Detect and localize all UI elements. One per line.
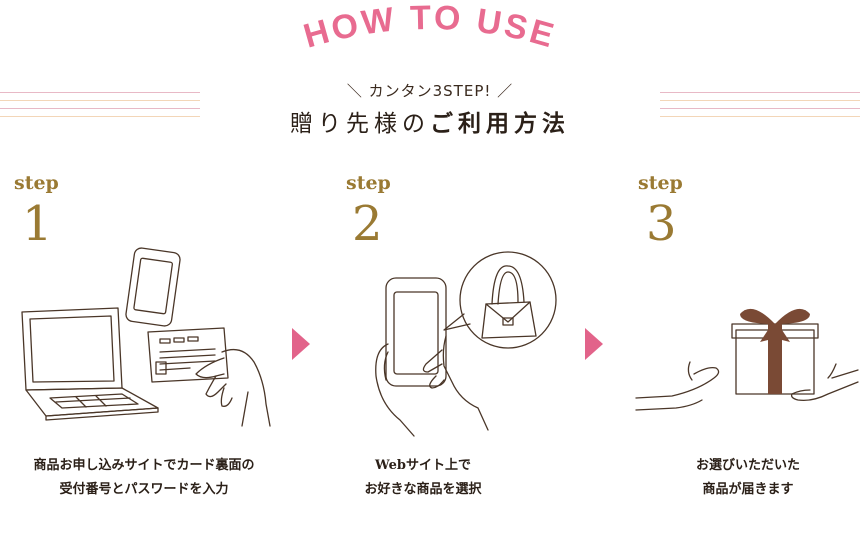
step-1-label: step bbox=[14, 172, 59, 194]
step-3-caption-line2: 商品が届きます bbox=[702, 482, 794, 497]
next-step-arrow-1 bbox=[292, 328, 310, 360]
step-2-caption-line2: お好きな商品を選択 bbox=[364, 482, 482, 497]
page-title: 贈り先様のご利用方法 bbox=[0, 104, 860, 138]
next-step-arrow-2 bbox=[585, 328, 603, 360]
step-3-number: 3 bbox=[646, 196, 677, 252]
step-3-caption: お選びいただいた 商品が届きます bbox=[650, 454, 846, 502]
step-1-caption-line1: 商品お申し込みサイトでカード裏面の bbox=[33, 458, 255, 473]
decorative-stripes-left bbox=[0, 92, 200, 128]
step-1-caption: 商品お申し込みサイトでカード裏面の 受付番号とパスワードを入力 bbox=[0, 454, 288, 502]
decorative-stripes-right bbox=[660, 92, 860, 128]
step-2-caption-line1: Webサイト上で bbox=[375, 458, 471, 473]
svg-text:HOW TO USE: HOW TO USE bbox=[300, 0, 561, 56]
step-3-caption-line1: お選びいただいた bbox=[695, 458, 800, 473]
step-1-caption-line2: 受付番号とパスワードを入力 bbox=[59, 482, 229, 497]
step-3-label: step bbox=[638, 172, 683, 194]
how-to-use-heading: HOW TO USE bbox=[300, 0, 561, 56]
heading-text: HOW TO USE bbox=[300, 0, 558, 56]
smartphone-bag-icon bbox=[375, 251, 557, 437]
title-strong: ご利用方法 bbox=[430, 111, 570, 137]
step-2-number: 2 bbox=[352, 196, 383, 252]
laptop-phone-card-icon bbox=[21, 247, 271, 427]
subheading: ＼ カンタン3STEP! ／ bbox=[346, 82, 514, 100]
step-1-number: 1 bbox=[22, 196, 53, 252]
gift-handover-icon bbox=[635, 308, 859, 411]
title-normal: 贈り先様の bbox=[290, 111, 430, 137]
step-2-label: step bbox=[346, 172, 391, 194]
step-2-caption: Webサイト上で お好きな商品を選択 bbox=[326, 454, 520, 502]
